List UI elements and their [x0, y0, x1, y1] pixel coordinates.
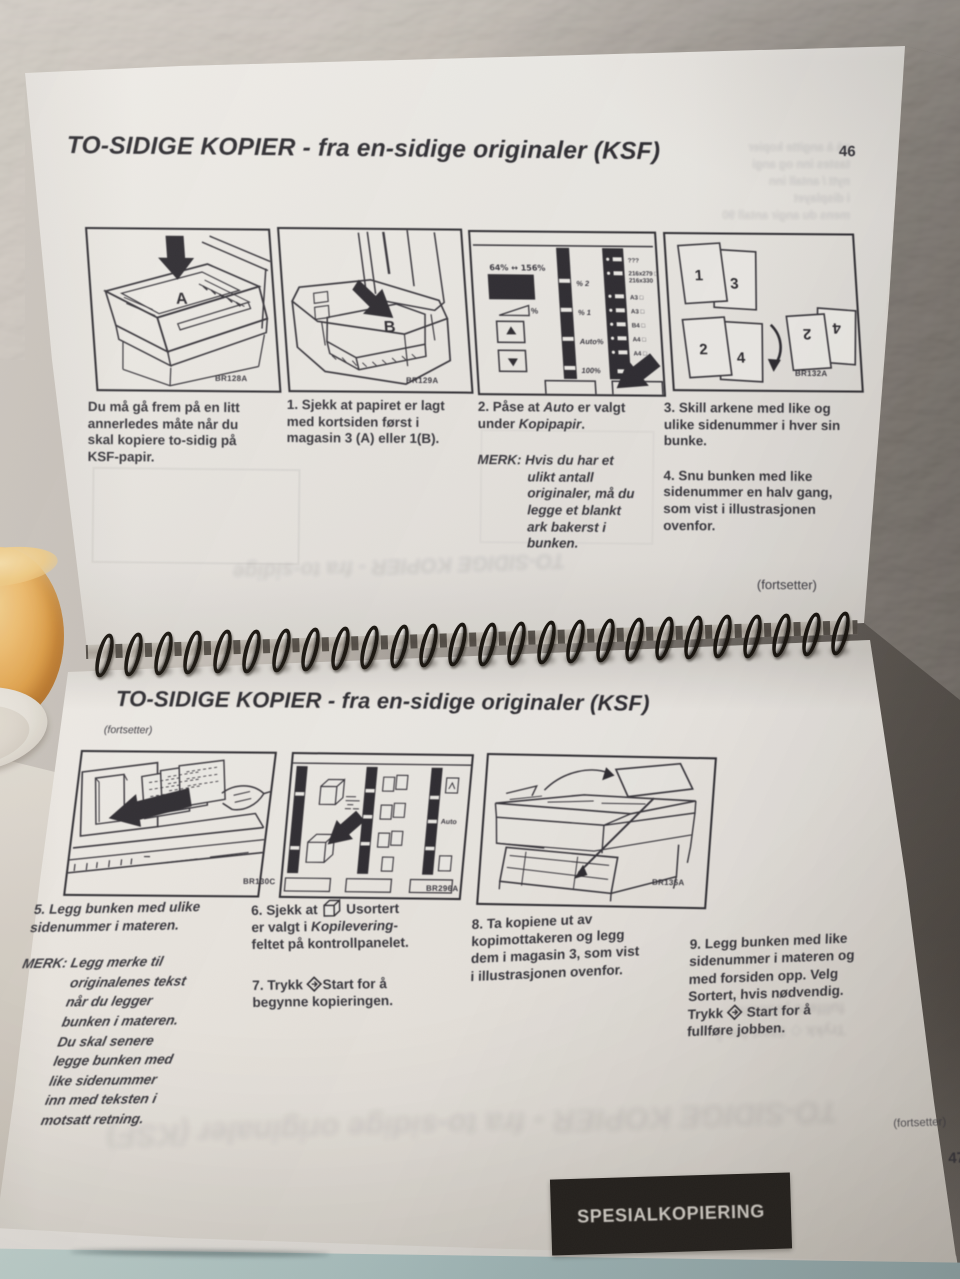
- size-label: A3 □: [631, 308, 645, 315]
- page-47-continues: (fortsetter): [893, 1116, 947, 1130]
- drawer-a-illustration: A: [103, 235, 271, 387]
- step-6-paragraph: 6. Sjekk at Usortert er valgt i Kopilever…: [251, 898, 422, 954]
- step-9-paragraph: 9. Legg bunken med like sidenummer i mat…: [687, 929, 860, 1040]
- figure-panel-kopilevering: Auto: [278, 752, 474, 901]
- step-7-paragraph: 7. Trykk Start for å begynne kopieringen…: [252, 975, 422, 1012]
- size-label: A4 □: [633, 350, 647, 357]
- text-segment: ).: [431, 431, 440, 447]
- tick-label: % 2: [576, 279, 590, 288]
- panel-illustration: 64% ↔ 156% % % 2 % 1 Auto% 100%: [472, 244, 664, 395]
- note-5-paragraph: MERK: Legg merke til originalenes tekst …: [0, 951, 197, 1131]
- page-47-subtitle: (fortsetter): [103, 724, 153, 737]
- figure-6-id: BR296A: [425, 883, 459, 894]
- start-key-icon: [727, 1003, 743, 1020]
- size-label: ???: [628, 257, 640, 264]
- ghost-figure-outline: [479, 429, 655, 545]
- step-3-paragraph: 3. Skill arkene med like og ulike sidenu…: [663, 400, 841, 449]
- text-segment: Kopilevering-: [310, 917, 399, 934]
- sheet-4: 4: [736, 350, 746, 367]
- step-4-paragraph: 4. Snu bunken med like sidenummer en hal…: [663, 467, 833, 533]
- text-segment: Start: [322, 976, 354, 993]
- text-segment: Usortert: [346, 900, 400, 917]
- text-segment: er valgt i: [251, 918, 312, 935]
- text-segment: MERK:: [21, 955, 69, 972]
- feeder-illustration: [67, 759, 271, 874]
- tick-label: Auto%: [578, 337, 604, 346]
- page-46-steps-3-4: 3. Skill arkene med like og ulike sidenu…: [663, 400, 852, 551]
- page-47-steps-6-7: 6. Sjekk at Usortert er valgt i Kopilever…: [251, 898, 423, 1028]
- zoom-range-label: 64% ↔ 156%: [489, 263, 546, 272]
- sheet-2: 2: [699, 341, 708, 358]
- sorting-illustration: 1 3 2 4 2 4: [676, 242, 857, 383]
- section-tab: SPESIALKOPIERING: [549, 1172, 793, 1256]
- figure-sheet-sorting: 1 3 2 4 2 4: [663, 232, 864, 393]
- zoom-pct-label: %: [531, 307, 539, 316]
- page-46-number: 46: [838, 143, 856, 161]
- tray-b-illustration: B: [291, 230, 452, 386]
- figure-5-id: BR130C: [242, 876, 276, 887]
- kopilevering-illustration: Auto: [283, 762, 472, 894]
- figure-panel-kopipapir: 64% ↔ 156% % % 2 % 1 Auto% 100%: [468, 230, 667, 397]
- usortert-stack-icon: [323, 898, 341, 917]
- ghost-figure-outline: [91, 466, 301, 566]
- figure-2-id: BR129A: [405, 375, 439, 386]
- text-segment: A: [360, 430, 371, 446]
- label-b: B: [383, 318, 396, 336]
- figure-1-id: BR128A: [214, 373, 248, 384]
- text-segment: Legg merke til originalenes tekst når du…: [39, 953, 188, 1128]
- intro-paragraph: Du må gå frem på en litt annerledes måte…: [87, 399, 240, 465]
- text-segment: Sortert: [687, 987, 733, 1005]
- text-segment: 7. Trykk: [252, 977, 307, 994]
- figure-feeder: [63, 750, 277, 898]
- label-a: A: [175, 290, 188, 308]
- text-segment: feltet på kontrollpanelet.: [251, 934, 409, 952]
- size-label: B4 □: [632, 322, 646, 329]
- text-segment: 9. Legg bunken med like sidenummer i mat…: [688, 930, 855, 987]
- size-label: A3 □: [630, 294, 644, 301]
- size-label: 216x330: [629, 277, 654, 284]
- section-tab-label: SPESIALKOPIERING: [576, 1200, 766, 1227]
- step-2-paragraph: 2. Påse at Auto er valgt under Kopipapir…: [478, 399, 650, 433]
- page-47-step-9: 9. Legg bunken med like sidenummer i mat…: [686, 929, 859, 1057]
- text-segment: 2. Påse at: [477, 399, 544, 415]
- start-key-icon: [306, 976, 323, 993]
- page-47-number: 47: [948, 1149, 960, 1167]
- tick-label: % 1: [578, 308, 591, 317]
- step-5-paragraph: 5. Legg bunken med ulike sidenummer i ma…: [28, 899, 202, 935]
- text-segment: Start: [746, 1003, 778, 1020]
- text-segment: 6. Sjekk at: [251, 902, 322, 918]
- page-46-step-1: 1. Sjekk at papiret er lagt med kortside…: [287, 397, 471, 464]
- text-segment: .: [581, 416, 586, 432]
- text-segment: Auto: [543, 399, 575, 415]
- page-46-continues: (fortsetter): [756, 577, 817, 593]
- text-segment: ) eller 1(: [370, 430, 422, 447]
- auto-label: Auto: [440, 819, 457, 826]
- figure-7-id: BR135A: [651, 877, 685, 888]
- tick-label: 100%: [581, 366, 601, 375]
- sheet-3: 3: [730, 276, 739, 293]
- sheet-1: 1: [694, 267, 703, 284]
- step-1-paragraph: 1. Sjekk at papiret er lagt med kortside…: [287, 397, 471, 448]
- figure-4-id: BR132A: [794, 368, 828, 379]
- size-label: A4 □: [632, 336, 646, 343]
- figure-drawer-a: A: [85, 227, 282, 393]
- step-8-paragraph: 8. Ta kopiene ut av kopimottakeren og le…: [470, 911, 640, 984]
- page-47-step-8: 8. Ta kopiene ut av kopimottakeren og le…: [470, 908, 644, 1001]
- figure-tray-b: B: [277, 227, 474, 394]
- page-47-title: TO-SIDIGE KOPIER - fra en-sidige origina…: [115, 686, 650, 716]
- sheet-2-flipped: 2: [802, 325, 811, 342]
